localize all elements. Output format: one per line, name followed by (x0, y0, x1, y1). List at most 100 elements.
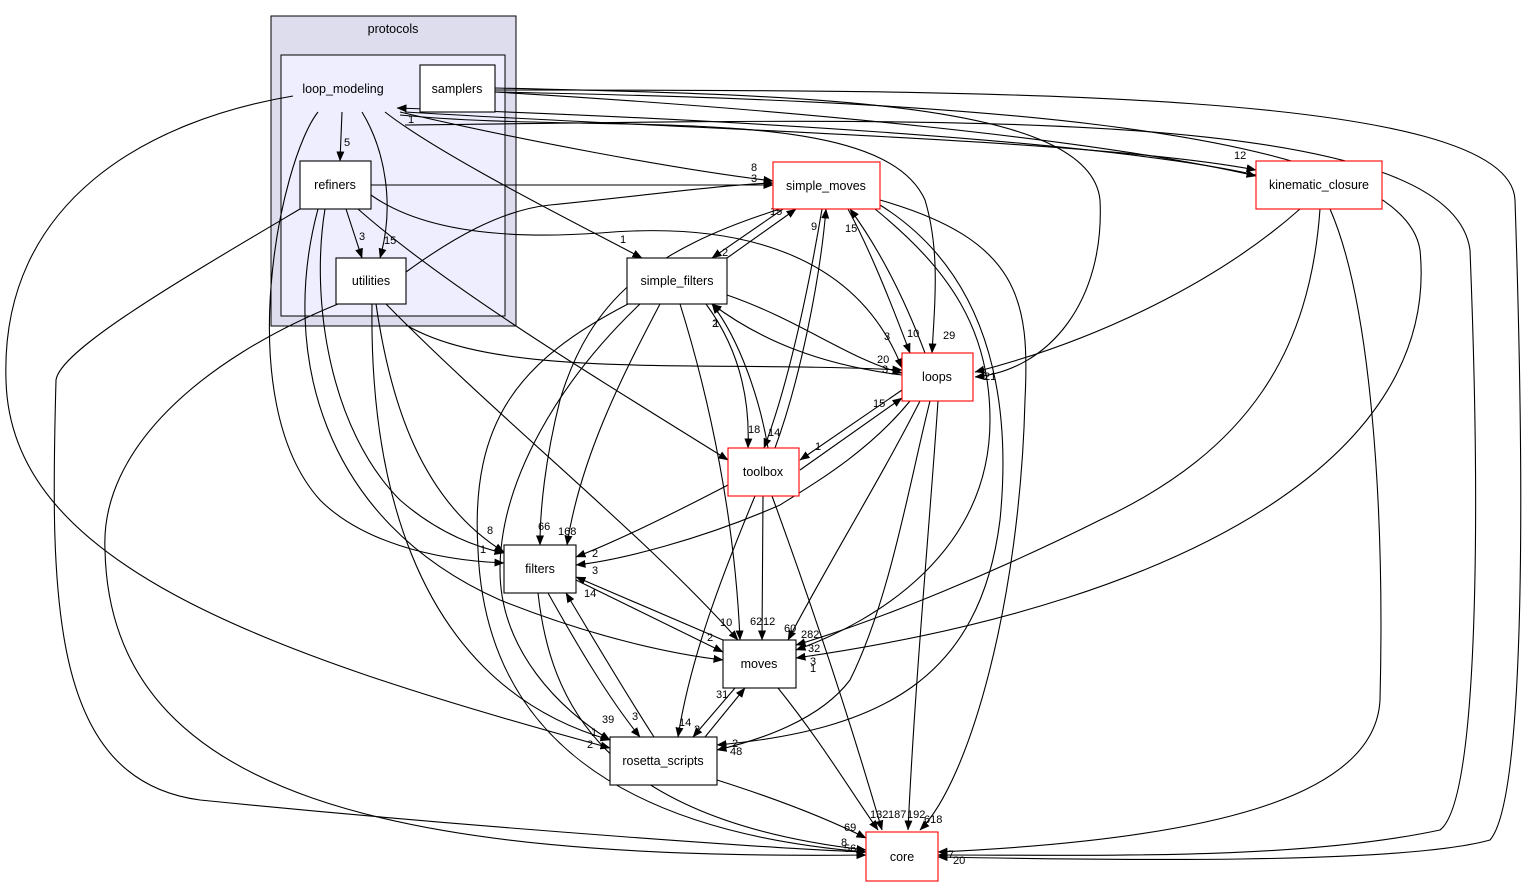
edges (5, 87, 1522, 862)
node-loops-label: loops (922, 370, 952, 384)
edge-toolbox-filters (575, 484, 729, 558)
edge-label: 2 (592, 548, 598, 560)
edge-label: 132 (870, 809, 888, 821)
edge-loop-modeling-simple-moves (399, 111, 774, 184)
node-filters[interactable]: filters (503, 544, 577, 594)
node-refiners[interactable]: refiners (299, 160, 372, 210)
edge-label: 31 (716, 689, 728, 701)
edge-label: 20 (877, 354, 889, 366)
node-simple-moves[interactable]: simple_moves (772, 161, 881, 210)
edge-label: 1 (713, 318, 719, 330)
edge-label: 12 (1234, 150, 1246, 162)
edge-filters-rosetta-scripts (547, 592, 641, 738)
node-core[interactable]: core (865, 831, 939, 882)
edge-label: 1 (620, 234, 626, 246)
edge-label: 1 (408, 114, 414, 126)
edge-kinematic-closure-moves (795, 208, 1321, 647)
edge-simple-moves-core (879, 199, 1027, 831)
edge-utilities-core (104, 303, 867, 860)
edge-utilities-loops (405, 324, 903, 374)
edge-utilities-simple-moves (405, 179, 774, 273)
node-toolbox-label: toolbox (743, 465, 784, 479)
edge-label: 20 (953, 855, 965, 867)
edge-label: 2 (722, 247, 728, 259)
edge-label: 9 (811, 221, 817, 233)
edge-label: 1 (810, 663, 816, 675)
node-toolbox[interactable]: toolbox (727, 447, 800, 497)
edge-utilities-moves (385, 303, 739, 641)
edge-simple-filters-filters (564, 303, 661, 546)
cluster-loop-modeling-label: loop_modeling (302, 82, 383, 96)
edge-loop-modeling-filters (268, 111, 505, 567)
edge-label: 14 (768, 427, 780, 439)
node-simple-filters[interactable]: simple_filters (626, 257, 728, 305)
edge-moves-core (777, 687, 879, 831)
edge-simple-filters-simple-moves (726, 208, 797, 259)
edge-label: 15 (845, 223, 857, 235)
edge-label: 56 (844, 843, 856, 855)
edge-label: 21 (984, 371, 996, 383)
edge-utilities-rosetta-scripts (371, 303, 611, 742)
edge-label: 32 (808, 643, 820, 655)
node-utilities[interactable]: utilities (335, 257, 407, 305)
edge-loops-moves (787, 400, 921, 641)
edge-label: 3 (810, 656, 816, 668)
node-samplers[interactable]: samplers (419, 64, 496, 113)
node-utilities-label: utilities (352, 274, 390, 288)
edge-label: 1 (591, 727, 597, 739)
edge-simple-filters-moves (679, 303, 744, 641)
edge-loops-rosetta-scripts (716, 400, 931, 752)
node-core-label: core (890, 850, 914, 864)
node-rosetta-scripts-label: rosetta_scripts (622, 754, 703, 768)
edge-label: 69 (844, 822, 856, 834)
edge-loops-core (904, 400, 939, 831)
edge-label: 18 (748, 424, 760, 436)
edge-refiners-moves (304, 208, 724, 663)
edge-moves-filters (575, 576, 724, 641)
edge-kinematic-closure-core (937, 208, 1382, 856)
edge-label: 8 (751, 162, 757, 174)
edge-refiners-loops (370, 194, 903, 369)
edge-refiners-core (53, 208, 867, 856)
edge-simple-filters-rosetta-scripts (499, 303, 641, 741)
edge-simple-filters-toolbox (705, 303, 753, 449)
edge-refiners-utilities (345, 208, 363, 259)
node-moves[interactable]: moves (722, 639, 797, 689)
edge-label: 3 (882, 364, 888, 376)
edge-label: 60 (784, 623, 796, 635)
edge-label: 10 (907, 328, 919, 340)
edge-toolbox-core (771, 495, 884, 831)
edge-label: 15 (384, 235, 396, 247)
node-kinematic-closure[interactable]: kinematic_closure (1255, 160, 1383, 210)
cluster-protocols-label: protocols (368, 22, 419, 36)
edge-label: 66 (538, 521, 550, 533)
edge-label: 3 (751, 173, 757, 185)
edge-label: 3 (632, 711, 638, 723)
edge-label: 1 (480, 544, 486, 556)
node-filters-label: filters (525, 562, 555, 576)
edge-label: 12 (763, 616, 775, 628)
edge-label: 2 (707, 632, 713, 644)
node-moves-label: moves (741, 657, 778, 671)
edge-loop-modeling-kinematic-closure (404, 111, 1257, 173)
node-loops[interactable]: loops (901, 352, 974, 402)
edge-simple-moves-simple-filters (711, 208, 784, 259)
edge-rosetta-scripts-core (716, 779, 867, 839)
edge-loops-simple-filters (711, 303, 903, 376)
edge-label: 10 (720, 617, 732, 629)
edge-loops-filters (575, 400, 911, 568)
edge-loop-modeling-rosetta-scripts (5, 95, 611, 750)
edge-label: 282 (801, 629, 819, 641)
edge-label: 168 (558, 526, 576, 538)
edge-labels: 5 3 15 8 3 1 15 9 15 2 1 12 1 3 10 29 20… (344, 114, 1246, 867)
edge-label: 618 (924, 814, 942, 826)
edge-samplers-loops (494, 87, 1101, 381)
node-rosetta-scripts[interactable]: rosetta_scripts (609, 736, 718, 786)
edge-kinematic-closure-loops (974, 208, 1301, 374)
edge-loop-modeling-simple-filters (384, 111, 643, 259)
edge-label: 39 (602, 714, 614, 726)
edge-toolbox-simple-filters (711, 303, 769, 449)
edge-loops-simple-moves (849, 208, 926, 354)
edge-label: 62 (750, 616, 762, 628)
